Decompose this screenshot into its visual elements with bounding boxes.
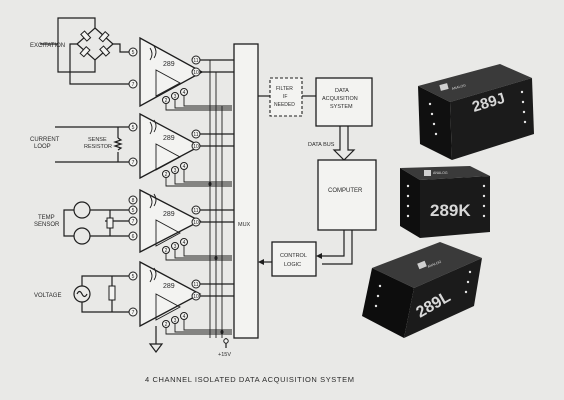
channel-4-voltage: VOLTAGE 5 7 <box>34 272 137 316</box>
computer-label: COMPUTER <box>328 188 363 194</box>
temp-sensor-label-1: TEMP <box>38 215 55 221</box>
pin-label: 5 <box>132 125 135 131</box>
filter-label-3: NEEDED <box>274 102 295 108</box>
data-bus-arrow <box>334 126 354 160</box>
pin-label: 5 <box>132 274 135 280</box>
pin-label: 11 <box>193 208 198 214</box>
amp-model-label: 289 <box>163 211 175 218</box>
pin-label: 5 <box>132 50 135 56</box>
pin-label: 11 <box>193 282 198 288</box>
pin-label: 7 <box>132 310 135 316</box>
arrow-to-mux <box>258 259 264 265</box>
filter-label-2: IF <box>283 94 287 100</box>
temp-sensor-label-2: SENSOR <box>34 222 60 228</box>
pin-label: 5 <box>132 208 135 214</box>
computer-block: COMPUTER <box>318 160 376 230</box>
pin-label: 7 <box>132 82 135 88</box>
amp-triangle <box>140 262 200 326</box>
data-bus: DATA BUS <box>308 126 354 160</box>
das-rect <box>316 78 372 126</box>
amp-model-label: 289 <box>163 135 175 142</box>
amp-model-label: 289 <box>163 61 175 68</box>
control-label-1: CONTROL <box>280 253 307 259</box>
pin-label: 6 <box>132 234 135 240</box>
computer-to-control <box>322 230 352 264</box>
module-289k: ANALOG 289K <box>400 166 490 238</box>
das-label-3: SYSTEM <box>330 104 353 110</box>
supply-terminal <box>224 339 228 343</box>
voltage-wires <box>82 276 130 312</box>
control-label-2: LOGIC <box>284 262 301 268</box>
sense-resistor-label-2: RESISTOR <box>84 144 112 150</box>
pin-label: 10 <box>193 294 199 300</box>
filter-label-1: FILTER <box>276 86 293 92</box>
ac-symbol <box>77 292 87 297</box>
current-loop-label-1: CURRENT <box>30 137 60 143</box>
mux-input-wires <box>200 60 234 296</box>
pin-label: 8 <box>132 198 135 204</box>
mux-block: MUX <box>234 44 258 338</box>
filter-block: FILTER IF NEEDED <box>258 78 316 116</box>
amplifier-4: 289 <box>140 262 200 326</box>
computer-rect <box>318 160 376 230</box>
module-289l: ANALOG 289L <box>362 242 482 338</box>
ground-symbol <box>150 344 162 352</box>
amplifier-3: 289 <box>140 190 200 252</box>
das-label-1: DATA <box>335 88 349 94</box>
thermocouple-top <box>74 202 90 218</box>
amplifier-2: 289 <box>140 114 200 178</box>
module-name: 289K <box>430 201 471 220</box>
voltage-label: VOLTAGE <box>34 293 61 299</box>
amp-model-label: 289 <box>163 283 175 290</box>
channel-3-temp-sensor: TEMP SENSOR 8 5 7 6 <box>34 196 137 244</box>
data-bus-label: DATA BUS <box>308 142 335 148</box>
pin-label: 11 <box>193 132 198 138</box>
amp-output-pins: 11 10 11 10 11 10 11 10 <box>192 56 200 300</box>
sense-resistor-label-1: SENSE <box>88 137 107 143</box>
channel-1-bridge: EXCITATION 5 7 <box>30 18 137 88</box>
module-289j: ANALOG 289J <box>418 64 534 160</box>
bridge-out-plus <box>113 44 130 52</box>
das-label-2: ACQUISITION <box>322 96 358 102</box>
control-logic-block: CONTROL LOGIC <box>258 230 352 276</box>
supply-label: +15V <box>218 352 231 358</box>
arrow-to-control <box>316 253 322 259</box>
mux-label: MUX <box>238 222 251 228</box>
amp-triangle <box>140 114 200 178</box>
sense-resistor <box>115 138 121 150</box>
divider-resistor <box>109 286 115 300</box>
pin-label: 10 <box>193 70 199 76</box>
amp-triangle <box>140 190 200 252</box>
excitation-label: EXCITATION <box>30 43 65 49</box>
module-brand: ANALOG <box>433 171 448 175</box>
pin-label: 10 <box>193 144 199 150</box>
figure-caption: 4 CHANNEL ISOLATED DATA ACQUISITION SYST… <box>145 375 355 384</box>
mux-rect <box>234 44 258 338</box>
current-loop-label-2: LOOP <box>34 144 51 150</box>
pin-label: 11 <box>193 58 198 64</box>
pin-label: 7 <box>132 219 135 225</box>
temp-wires <box>64 210 130 236</box>
pin-label: 7 <box>132 160 135 166</box>
pin-label: 10 <box>193 220 199 226</box>
temp-resistor <box>107 218 113 228</box>
control-rect <box>272 242 316 276</box>
channel-2-current-loop: CURRENT LOOP SENSE RESISTOR 5 7 <box>30 123 137 166</box>
thermocouple-bottom <box>74 228 90 244</box>
das-block: DATA ACQUISITION SYSTEM <box>316 78 372 126</box>
